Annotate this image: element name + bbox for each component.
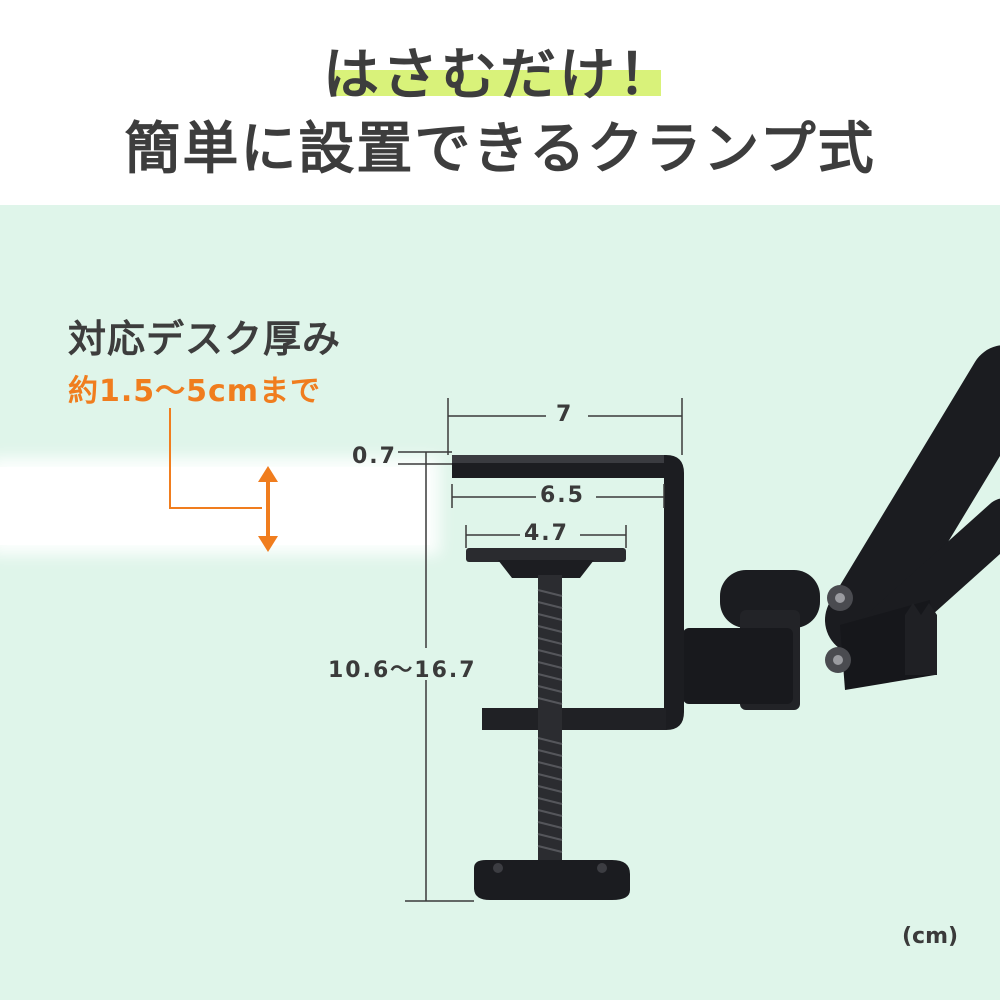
clamp-top-edge: [452, 455, 664, 463]
dim-inner-width: 6.5: [540, 483, 585, 508]
clamp-bottom-plate: [482, 708, 666, 730]
clamp-knob: [474, 860, 630, 900]
dim-top-width: 7: [556, 402, 574, 427]
monitor-arm: [825, 345, 1000, 690]
arrow-down-icon: [258, 536, 278, 552]
subheadline: 簡単に設置できるクランプ式: [124, 117, 876, 182]
desk-thickness-range: 約1.5〜5cmまで: [68, 374, 322, 409]
headline: はさむだけ！: [323, 43, 677, 108]
header: はさむだけ！ 簡単に設置できるクランプ式: [0, 0, 1000, 205]
headline-highlight: [333, 70, 661, 96]
dim-top-thickness: 0.7: [352, 444, 397, 469]
dimension-lines: [398, 398, 683, 902]
desk-thickness-indicator: [169, 408, 278, 552]
dim-pad-width: 4.7: [524, 521, 569, 546]
arm-joint: [683, 570, 820, 710]
pressure-pad: [466, 548, 626, 578]
unit-label: (cm): [902, 924, 959, 949]
arrow-up-icon: [258, 466, 278, 482]
dim-height-range: 10.6〜16.7: [328, 658, 477, 683]
threaded-screw: [537, 575, 563, 875]
desk-thickness-label: 対応デスク厚み: [68, 317, 342, 361]
desk-board: [0, 467, 430, 545]
